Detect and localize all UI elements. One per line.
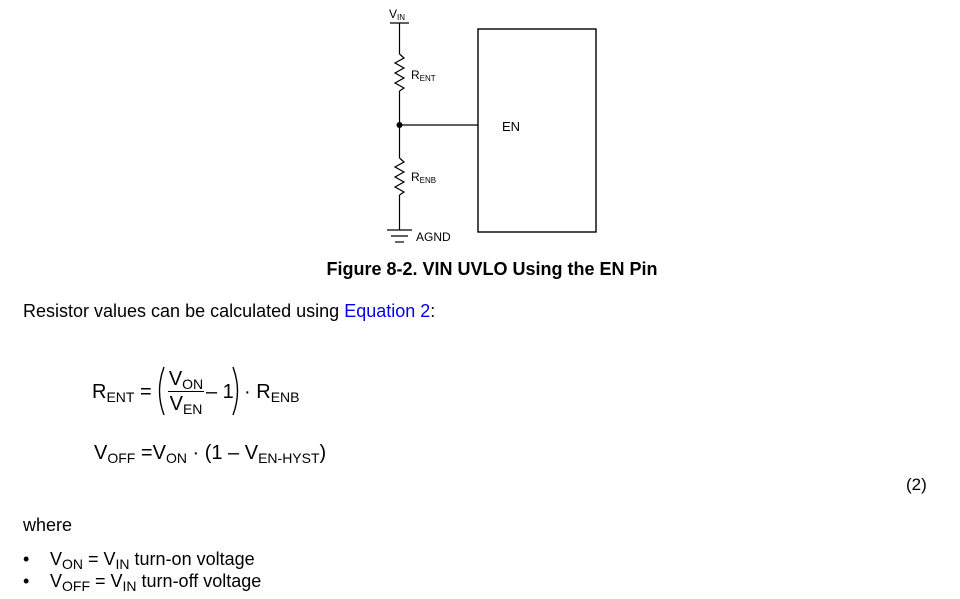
en-device-box <box>477 28 597 233</box>
bullet-icon: • <box>23 571 30 591</box>
rent-resistor-icon <box>393 53 406 92</box>
bullet-icon: • <box>23 549 30 569</box>
fraction-denominator: VEN <box>169 393 203 417</box>
rent-label: RENT <box>411 68 436 83</box>
vin-label: VIN <box>389 7 405 22</box>
where-label: where <box>23 515 73 535</box>
intro-text: Resistor values can be calculated using <box>23 301 345 321</box>
equation-2-link[interactable]: Equation 2 <box>344 301 431 321</box>
list-item-text: VON = VIN turn-on voltage <box>50 549 255 572</box>
equation-1-lhs: RENT = <box>92 381 152 405</box>
von-ven-fraction: VON VEN <box>167 367 205 417</box>
figure-caption: Figure 8-2. VIN UVLO Using the EN Pin <box>326 259 658 279</box>
ground-icon <box>387 229 412 243</box>
equation-1-rhs: · RENB <box>244 381 300 405</box>
equation-2: VOFF =VON · (1 – VEN-HYST) <box>94 442 327 466</box>
intro-paragraph: Resistor values can be calculated using … <box>23 301 435 322</box>
equation-number: (2) <box>906 475 927 494</box>
agnd-label: AGND <box>416 230 451 244</box>
minus-one: – 1 <box>206 381 234 403</box>
list-item-text: VOFF = VIN turn-off voltage <box>50 571 262 594</box>
left-paren-icon <box>158 366 165 416</box>
right-paren-icon <box>232 366 239 416</box>
fraction-bar <box>168 391 204 392</box>
intro-suffix: : <box>430 301 436 321</box>
renb-resistor-icon <box>393 157 406 196</box>
uvlo-circuit-diagram: VIN RENT RENB AGND EN <box>387 7 597 244</box>
en-pin-label: EN <box>502 119 520 134</box>
fraction-numerator: VON <box>168 368 204 392</box>
renb-label: RENB <box>411 170 436 185</box>
